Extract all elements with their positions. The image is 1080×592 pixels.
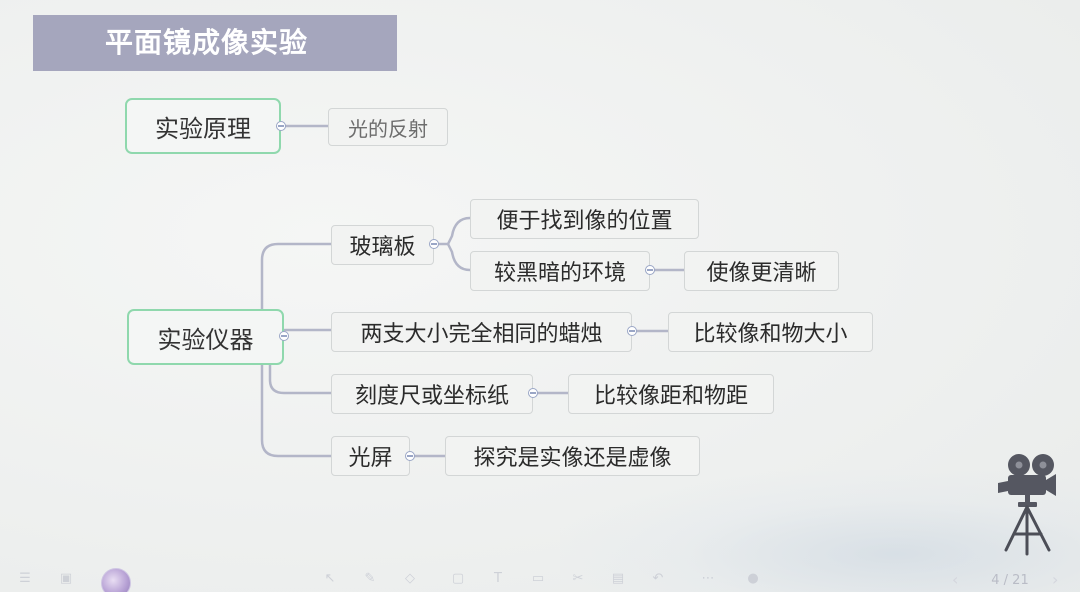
node-compare-distance[interactable]: 比较像距和物距 — [568, 374, 774, 414]
eraser-icon[interactable]: ◇ — [405, 571, 415, 586]
collapse-toggle-ruler[interactable] — [528, 388, 538, 398]
collapse-toggle-two-candles[interactable] — [627, 326, 637, 336]
next-page-icon[interactable]: › — [1052, 570, 1059, 589]
slide-title: 平面镜成像实验 — [105, 26, 309, 59]
connector-ruler — [268, 334, 333, 395]
avatar[interactable] — [101, 568, 131, 592]
shapes-icon[interactable]: ▢ — [451, 571, 465, 586]
node-principle-reflection[interactable]: 光的反射 — [328, 108, 448, 146]
collapse-toggle-screen[interactable] — [405, 451, 415, 461]
page-indicator: 4 / 21 — [991, 573, 1029, 588]
node-two-candles[interactable]: 两支大小完全相同的蜡烛 — [331, 312, 632, 352]
prev-page-icon[interactable]: ‹ — [952, 570, 959, 589]
screen-icon[interactable]: ▭ — [531, 571, 545, 586]
menu-icon[interactable]: ☰ — [19, 571, 31, 586]
connector-glass-1 — [432, 216, 472, 246]
node-dark-environment[interactable]: 较黑暗的环境 — [470, 251, 650, 291]
text-icon[interactable]: T — [494, 571, 502, 586]
background-wash — [560, 470, 1080, 592]
board-icon[interactable]: ▤ — [611, 571, 625, 586]
collapse-toggle-apparatus[interactable] — [279, 331, 289, 341]
more-icon[interactable]: ⋯ — [701, 571, 715, 586]
connector-apparatus-trunk — [260, 242, 333, 338]
node-find-image-position[interactable]: 便于找到像的位置 — [470, 199, 699, 239]
undo-icon[interactable]: ↶ — [652, 571, 664, 586]
node-clearer-image[interactable]: 使像更清晰 — [684, 251, 839, 291]
node-screen[interactable]: 光屏 — [331, 436, 410, 476]
connector-glass-2 — [446, 242, 472, 272]
title-banner — [33, 15, 397, 71]
collapse-toggle-principle[interactable] — [276, 121, 286, 131]
film-camera-icon — [998, 454, 1056, 556]
node-glass-plate[interactable]: 玻璃板 — [331, 225, 434, 265]
node-real-or-virtual[interactable]: 探究是实像还是虚像 — [445, 436, 700, 476]
collapse-toggle-dark-environment[interactable] — [645, 265, 655, 275]
node-principle[interactable]: 实验原理 — [125, 98, 281, 154]
pen-icon[interactable]: ✎ — [364, 571, 376, 586]
node-compare-size[interactable]: 比较像和物大小 — [668, 312, 873, 352]
scissors-icon[interactable]: ✂ — [572, 571, 584, 586]
connector-screen — [260, 348, 333, 458]
collapse-toggle-glass-plate[interactable] — [429, 239, 439, 249]
node-ruler-grid-paper[interactable]: 刻度尺或坐标纸 — [331, 374, 533, 414]
slides-icon[interactable]: ▣ — [59, 571, 73, 586]
node-apparatus[interactable]: 实验仪器 — [127, 309, 284, 365]
pointer-icon[interactable]: ↖ — [324, 571, 336, 586]
microphone-icon[interactable]: ● — [747, 571, 759, 586]
